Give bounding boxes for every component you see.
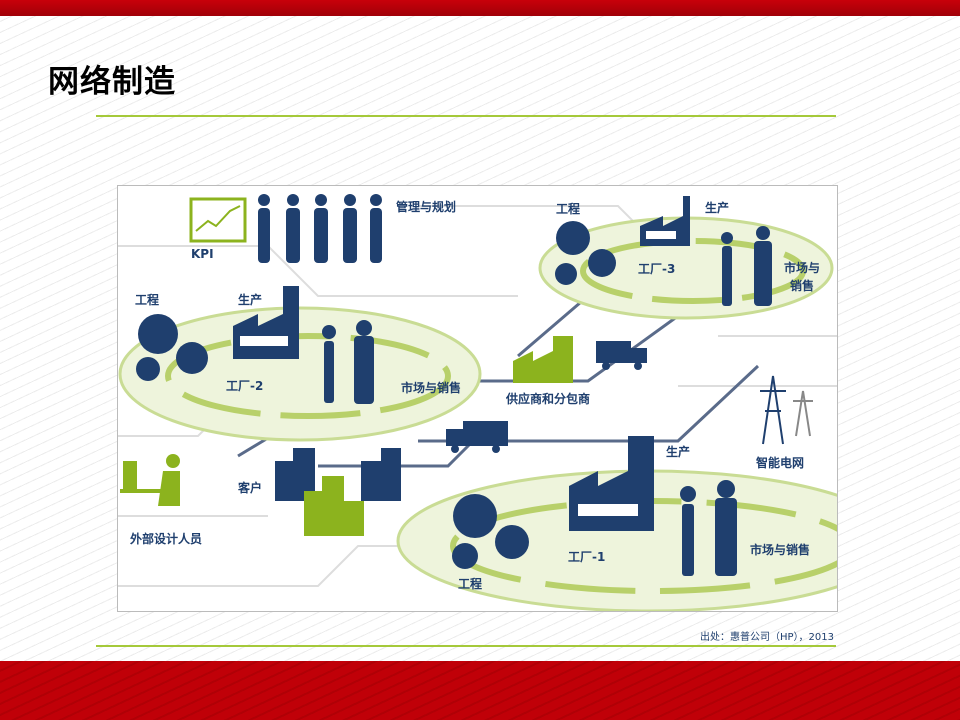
smart-grid-label: 智能电网	[755, 455, 804, 470]
factory-2-sales-people-icon	[322, 320, 374, 404]
factory-3-engineering-label: 工程	[556, 201, 580, 216]
customers-label: 客户	[237, 480, 262, 495]
factory-1-engineering-label: 工程	[458, 576, 482, 591]
factory-1-sales-label: 市场与销售	[750, 542, 810, 557]
customer-buildings-icon	[275, 448, 401, 536]
footer-divider	[96, 645, 836, 647]
supplier-factory-icon	[513, 336, 573, 383]
factory-2-building-icon	[233, 286, 299, 359]
designer-at-computer-icon	[120, 454, 180, 506]
factory-3-name: 工厂-3	[638, 262, 675, 276]
factory-1-sales-people-icon	[680, 480, 737, 576]
external-designers-label: 外部设计人员	[130, 531, 202, 546]
truck-icon-2	[446, 421, 508, 453]
factory-1-building-icon	[569, 436, 654, 531]
factory-2-sales-label: 市场与销售	[401, 380, 461, 395]
kpi-label: KPI	[191, 247, 214, 261]
suppliers-label: 供应商和分包商	[505, 391, 590, 406]
factory-3-sales-label-1: 市场与	[784, 260, 820, 275]
title-divider	[96, 115, 836, 117]
factory-2-gears-icon	[136, 314, 208, 381]
factory-3-sales-label-2: 销售	[790, 278, 814, 293]
power-tower-icon	[760, 375, 813, 445]
factory-2-name: 工厂-2	[226, 379, 263, 393]
factory-3-production-label: 生产	[705, 200, 729, 215]
source-citation: 出处：惠普公司（HP），2013	[700, 632, 834, 643]
factory-1-name: 工厂-1	[568, 550, 605, 564]
bottom-bar	[0, 661, 960, 720]
factory-3-gears-icon	[555, 221, 616, 285]
kpi-chart-icon	[189, 197, 247, 243]
page-title: 网络制造	[48, 64, 176, 100]
factory-3-sales-people-icon	[721, 226, 772, 306]
factory-1-production-label: 生产	[666, 444, 690, 459]
factory-2-engineering-label: 工程	[135, 292, 159, 307]
network-manufacturing-diagram: KPI 管理与规划 工程 生产 工厂-3 市场与 销售 工程 生产 工厂-2 市…	[117, 185, 900, 613]
factory-2-production-label: 生产	[238, 292, 262, 307]
management-people-icon	[258, 194, 382, 263]
factory-2-ring	[118, 306, 482, 442]
truck-icon	[596, 341, 647, 370]
factory-3-building-icon	[640, 196, 690, 246]
factory-1-gears-icon	[452, 494, 529, 569]
management-label: 管理与规划	[396, 199, 456, 214]
top-bar	[0, 0, 960, 16]
